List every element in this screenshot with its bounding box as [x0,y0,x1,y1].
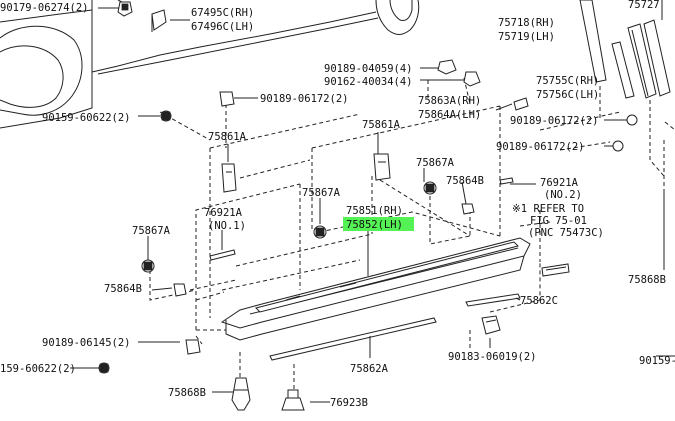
label-90189-06172-a: 90189-06172(2) [260,93,349,105]
label-75851: 75851(RH) [346,205,403,217]
label-90189-06145: 90189-06145(2) [42,337,131,349]
label-75862c: 75862C [520,295,558,307]
label-75756c: 75756C(LH) [536,89,599,101]
label-no2: (NO.2) [544,189,582,201]
label-67496c: 67496C(LH) [191,21,254,33]
label-75864a: 75864A(LH) [418,109,481,121]
pillar-garnish-parts [579,0,675,270]
label-75719: 75719(LH) [498,31,555,43]
rocker-panel-moulding [220,237,531,341]
label-75868b-bottom: 75868B [168,387,206,399]
label-75861a-left: 75861A [208,131,247,143]
label-90162-40034: 90162-40034(4) [324,76,413,88]
label-67495c: 67495C(RH) [191,7,254,19]
label-75852: 75852(LH) [346,219,403,231]
highlight-75852 [343,217,414,231]
label-refer-1: ※1 REFER TO [512,203,584,215]
label-90189-06172-b: 90189-06172(2) [510,115,599,127]
label-75868b-right: 75868B [628,274,666,286]
label-75864b-mid: 75864B [446,175,484,187]
label-75863a: 75863A(RH) [418,95,481,107]
label-90179-06274: 90179-06274(2) [0,2,89,14]
fasteners [98,1,638,411]
vehicle-body-outline [0,0,420,129]
label-76921a-right: 76921A [540,177,579,189]
label-75861a-right: 75861A [362,119,401,131]
label-75864b-left: 75864B [104,283,142,295]
label-75867a-left: 75867A [132,225,171,237]
label-90189-04059: 90189-04059(4) [324,63,413,75]
leader-lines [70,7,675,403]
label-159-60622: 159-60622(2) [0,363,76,375]
label-90183-06019: 90183-06019(2) [448,351,537,363]
label-no1: (NO.1) [208,220,246,232]
label-90159-right: 90159- [639,355,675,367]
label-76921a-left: 76921A [204,207,243,219]
label-75718: 75718(RH) [498,17,555,29]
label-90159-60622-top: 90159-60622(2) [42,112,131,124]
label-75867a-center: 75867A [302,187,341,199]
part-labels: 90179-06274(2) 67495C(RH) 67496C(LH) 757… [0,0,675,409]
label-75867a-mid: 75867A [416,157,455,169]
label-refer-3: (PNC 75473C) [528,227,604,239]
label-refer-2: FIG 75-01 [530,215,587,227]
moulding-strips [209,97,570,361]
label-90189-06172-c: 90189-06172(2) [496,141,585,153]
label-75862a: 75862A [350,363,389,375]
label-76923b: 76923B [330,397,368,409]
label-75755c: 75755C(RH) [536,75,599,87]
label-75727: 75727 [628,0,660,11]
